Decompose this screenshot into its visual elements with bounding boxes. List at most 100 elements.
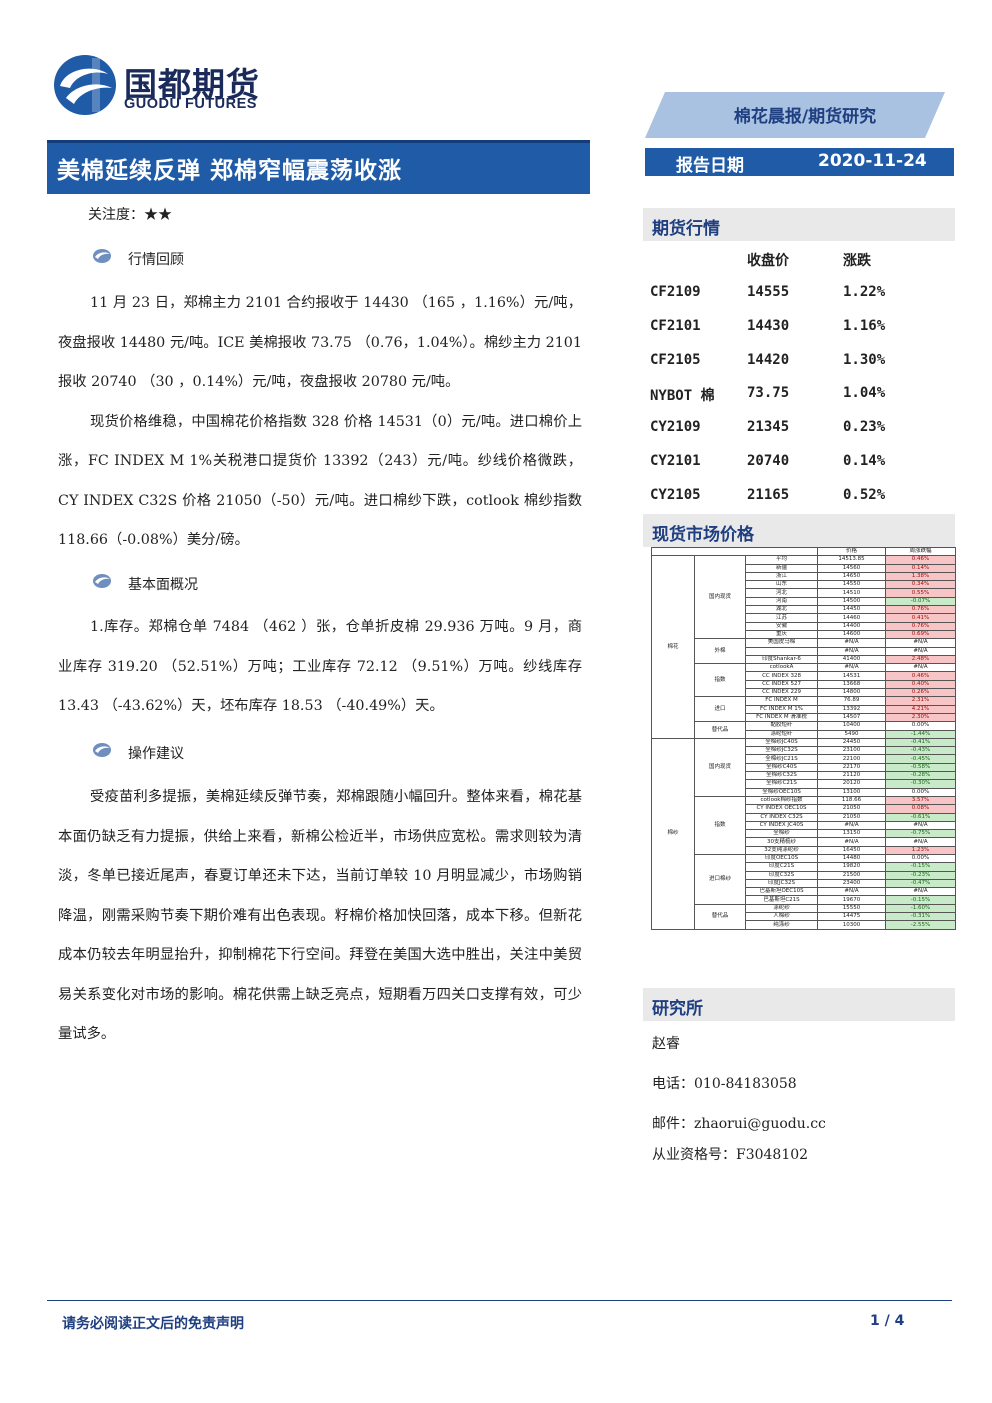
- item-name: 全棉纱JC32S: [744, 746, 819, 756]
- item-change: -0.43%: [885, 746, 957, 756]
- group-label: 国内现货: [694, 737, 746, 797]
- spot-header-blank: [650, 546, 819, 557]
- futures-close: 14430: [747, 317, 790, 334]
- group-label: 指数: [694, 795, 746, 855]
- item-name: 河北: [744, 588, 819, 598]
- item-price: 10300: [817, 920, 887, 930]
- item-change: 0.69%: [885, 629, 957, 640]
- item-price: 14450: [817, 605, 887, 615]
- item-price: 14650: [817, 571, 887, 582]
- item-name: 印度C21S: [744, 862, 819, 872]
- item-change: 0.26%: [885, 688, 957, 698]
- analyst-email[interactable]: 邮件：zhaorui@guodu.cc: [652, 1116, 826, 1132]
- date-value: 2020-11-24: [818, 151, 927, 171]
- item-change: -2.55%: [885, 920, 957, 930]
- item-price: 21050: [817, 812, 887, 822]
- item-price: 13668: [817, 679, 887, 690]
- item-change: -0.23%: [885, 870, 957, 880]
- futures-close: 73.75: [747, 385, 790, 402]
- item-price: 14475: [817, 912, 887, 922]
- item-name: 平均: [744, 555, 819, 565]
- item-price: 14600: [817, 629, 887, 640]
- review-body: 11 月 23 日，郑棉主力 2101 合约报收于 14430 （165 ，1.…: [58, 284, 582, 561]
- section-bullet-icon: [93, 574, 111, 588]
- item-change: 1.23%: [885, 845, 957, 856]
- group-label: 进口棉纱: [694, 853, 746, 905]
- paragraph: 现货价格维稳，中国棉花价格指数 328 价格 14531（0）元/吨。进口棉价上…: [58, 413, 582, 549]
- advice-body: 受疫苗利多提振，美棉延续反弹节奏，郑棉跟随小幅回升。整体来看，棉花基本面仍缺乏有…: [58, 778, 582, 1055]
- item-change: 0.41%: [885, 613, 957, 623]
- item-name: 全棉纱: [744, 829, 819, 839]
- item-change: -0.15%: [885, 895, 957, 905]
- item-name: 湖北: [744, 605, 819, 615]
- item-price: 14800: [817, 688, 887, 698]
- item-name: 涤纶短纤: [744, 729, 819, 739]
- item-price: 41400: [817, 654, 887, 665]
- item-name: 全棉纱JC21S: [744, 754, 819, 764]
- item-change: -0.58%: [885, 762, 957, 773]
- futures-close: 14420: [747, 351, 790, 368]
- item-price: 23100: [817, 746, 887, 756]
- item-name: cotlook棉纱指数: [744, 795, 819, 806]
- item-name: 重庆: [744, 629, 819, 640]
- footer-divider: [47, 1300, 952, 1301]
- item-price: 14480: [817, 853, 887, 864]
- item-change: -1.44%: [885, 729, 957, 739]
- item-price: 76.89: [817, 696, 887, 706]
- paragraph: 1.库存。郑棉仓单 7484 （462 ）张，仓单折皮棉 29.936 万吨。9…: [58, 619, 582, 714]
- futures-code: CF2101: [650, 317, 701, 334]
- item-name: 黏胶短纤: [744, 721, 819, 731]
- item-name: 新疆: [744, 563, 819, 573]
- section-title: 基本面概况: [128, 577, 198, 593]
- item-name: 安徽: [744, 621, 819, 631]
- futures-close: 20740: [747, 453, 790, 469]
- item-change: -0.31%: [885, 912, 957, 922]
- item-price: 23400: [817, 878, 887, 889]
- item-change: 0.46%: [885, 671, 957, 681]
- item-name: 全棉纱C40S: [744, 762, 819, 773]
- item-name: 山东: [744, 580, 819, 590]
- spot-heading-text: 现货市场价格: [652, 525, 754, 545]
- item-price: #N/A: [817, 820, 887, 831]
- section-bullet-icon: [93, 743, 111, 757]
- section-title: 操作建议: [128, 746, 184, 762]
- column-header: 周涨跌幅: [885, 546, 957, 557]
- footer-disclaimer[interactable]: 请务必阅读正文后的免责声明: [62, 1316, 244, 1332]
- item-name: CY INDEX JC40S: [744, 820, 819, 831]
- spot-heading: 现货市场价格: [643, 514, 955, 547]
- item-name: FC INDEX M 1%: [744, 704, 819, 714]
- section-title: 行情回顾: [128, 252, 184, 268]
- category-label: 棉花: [651, 555, 695, 739]
- item-price: 13392: [817, 704, 887, 714]
- group-label: 替代品: [694, 903, 746, 930]
- paragraph: 受疫苗利多提振，美棉延续反弹节奏，郑棉跟随小幅回升。整体来看，棉花基本面仍缺乏有…: [58, 789, 582, 1042]
- item-price: 13150: [817, 829, 887, 839]
- report-type-banner: [645, 92, 945, 138]
- item-price: 22100: [817, 754, 887, 764]
- futures-header-row: 收盘价 涨跌: [650, 250, 950, 270]
- item-change: -0.45%: [885, 754, 957, 764]
- item-change: 4.21%: [885, 704, 957, 714]
- page-number: 1 / 4: [870, 1313, 905, 1329]
- item-price: 15550: [817, 903, 887, 914]
- item-price: 10400: [817, 721, 887, 731]
- item-name: cotlookA: [744, 663, 819, 673]
- item-name: CC INDEX 229: [744, 688, 819, 698]
- item-name: FC INDEX M 滑准税: [744, 712, 819, 723]
- item-name: 印度JC32S: [744, 878, 819, 889]
- futures-code: CY2109: [650, 419, 701, 436]
- item-price: #N/A: [817, 663, 887, 673]
- futures-change: 1.22%: [843, 284, 886, 300]
- item-price: 21050: [817, 804, 887, 814]
- item-price: #N/A: [817, 837, 887, 847]
- item-name: FC INDEX M: [744, 696, 819, 706]
